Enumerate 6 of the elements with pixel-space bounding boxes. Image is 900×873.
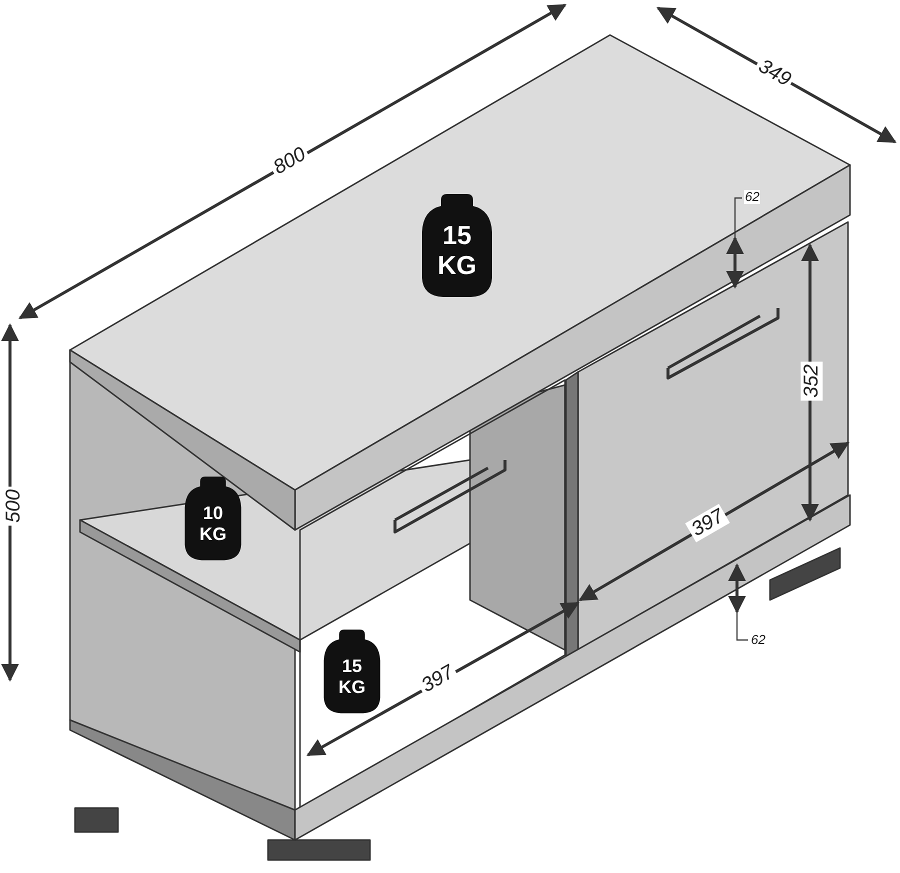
dimension-label: 62 xyxy=(750,633,766,647)
dimension-label: 352 xyxy=(800,361,823,401)
weight-badge: 15 KG xyxy=(323,628,381,714)
dimension-label: 62 xyxy=(744,190,760,204)
weight-badge: 15 KG xyxy=(421,192,493,298)
weight-badge: 10 KG xyxy=(184,475,242,561)
